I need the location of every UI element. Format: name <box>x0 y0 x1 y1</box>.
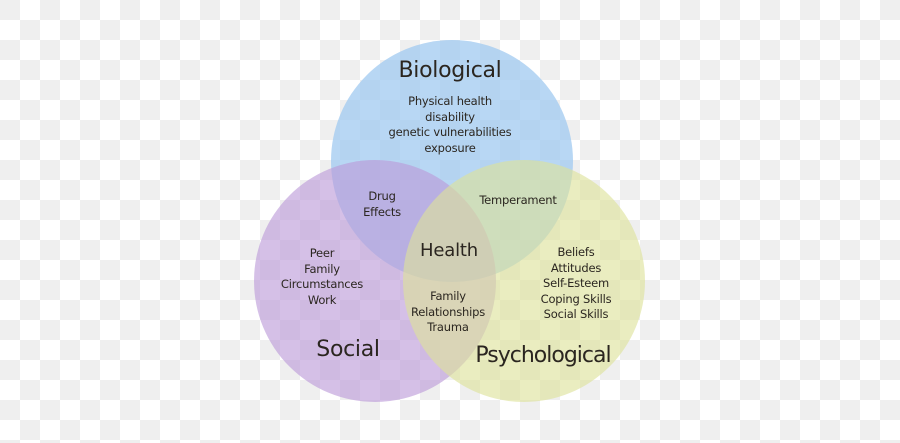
psychological-item: Self-Esteem <box>542 276 610 290</box>
social-title: Social <box>316 337 380 362</box>
psychological-item: Coping Skills <box>540 291 612 306</box>
biological-title: Biological <box>398 58 502 83</box>
biological-item: disability <box>425 109 475 124</box>
social-item: Circumstances <box>280 277 364 291</box>
social-item: Family <box>304 261 340 276</box>
social-items: Peer Family Circumstances Work <box>281 246 363 308</box>
psychological-title: Psychological <box>475 343 611 368</box>
intersection-item: Effects <box>363 204 401 219</box>
health-center-label: Health <box>420 240 478 261</box>
drug-effects-label: Drug Effects <box>363 189 401 220</box>
intersection-item: Trauma <box>427 320 469 334</box>
intersection-item: Temperament <box>479 193 557 207</box>
psychological-items: Beliefs Attitudes Self-Esteem Coping Ski… <box>541 245 612 323</box>
temperament-label: Temperament <box>479 193 557 209</box>
intersection-item: Relationships <box>411 304 485 319</box>
psychological-item: Beliefs <box>557 245 595 259</box>
biological-item: exposure <box>424 140 476 155</box>
family-relationships-label: Family Relationships Trauma <box>411 289 485 336</box>
intersection-item: Family <box>430 289 466 303</box>
psychological-circle <box>403 160 645 402</box>
social-item: Peer <box>309 246 335 260</box>
intersection-item: Drug <box>368 189 396 203</box>
biological-item: genetic vulnerabilities <box>388 125 512 139</box>
psychological-item: Social Skills <box>543 307 609 321</box>
social-item: Work <box>307 292 337 307</box>
psychological-item: Attitudes <box>550 260 602 275</box>
biological-item: Physical health <box>408 94 492 108</box>
biological-items: Physical health disability genetic vulne… <box>389 94 512 156</box>
